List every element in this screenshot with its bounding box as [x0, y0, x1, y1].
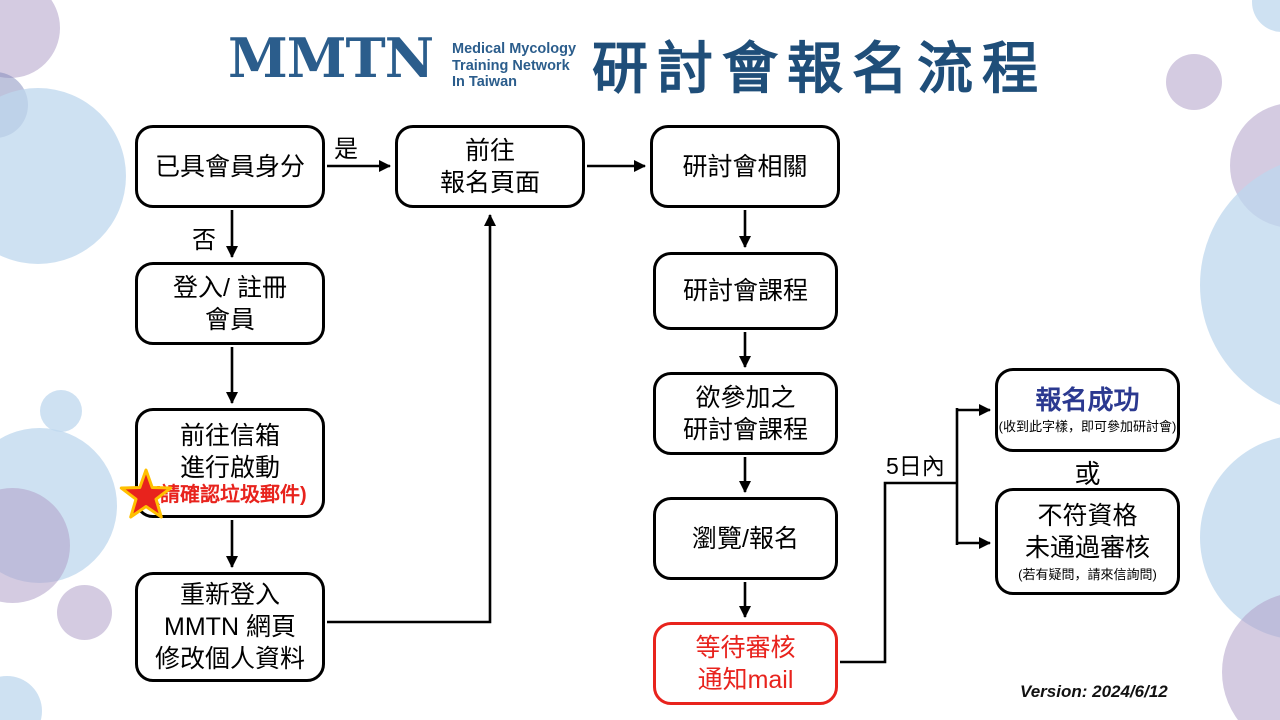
node-line: 未通過審核 [1024, 533, 1150, 562]
flow-node-wait-review: 等待審核 通知mail [653, 622, 838, 705]
node-line: 前往 [464, 136, 515, 165]
node-line: 重新登入 [179, 581, 280, 609]
node-line: 研討會課程 [682, 415, 808, 444]
edge-label-no: 否 [192, 227, 216, 254]
edge-label-or: 或 [1074, 459, 1101, 489]
star-icon [119, 468, 173, 519]
node-line: 登入/ 註冊 [173, 273, 287, 302]
node-line: 前往信箱 [179, 421, 280, 450]
node-line: 通知mail [697, 665, 794, 694]
node-line: 修改個人資料 [154, 645, 305, 673]
flow-node-rejected: 不符資格 未通過審核 (若有疑問，請來信詢問) [995, 488, 1180, 595]
node-line: 研討會相關 [682, 152, 808, 181]
background-circle [0, 88, 126, 264]
page-title: 研討會報名流程 [592, 37, 1047, 100]
flow-node-activate-email: 前往信箱 進行啟動 (請確認垃圾郵件) [135, 408, 325, 518]
node-line: 不符資格 [1037, 501, 1138, 530]
background-circle [57, 585, 112, 640]
success-title: 報名成功 [1035, 384, 1140, 415]
spam-warning-note: (請確認垃圾郵件) [153, 483, 307, 506]
flow-node-login-register: 登入/ 註冊 會員 [135, 262, 325, 345]
version-text: Version: 2024/6/12 [1020, 682, 1168, 701]
node-line: 會員 [204, 305, 255, 334]
node-line: 研討會課程 [682, 277, 808, 305]
logo-tagline-line: Training Network [452, 57, 570, 74]
node-line: 瀏覽/報名 [692, 524, 799, 553]
background-circle [1200, 155, 1280, 415]
mmtn-logo: MMTN [228, 26, 434, 90]
background-circle [1252, 0, 1280, 32]
flow-node-browse-register: 瀏覽/報名 [653, 497, 838, 580]
edge-label-yes: 是 [334, 136, 358, 163]
edge-label-within-days: 5日內 [886, 453, 945, 479]
background-circle [0, 0, 60, 78]
node-line: 等待審核 [695, 633, 796, 662]
node-line: 欲參加之 [695, 383, 796, 412]
node-line: 報名頁面 [439, 168, 540, 197]
background-circle [0, 676, 42, 720]
rejected-note: (若有疑問，請來信詢問) [1018, 566, 1157, 582]
flow-node-desired-courses: 欲參加之 研討會課程 [653, 372, 838, 455]
mmtn-logo-tagline: Medical Mycology Training Network In Tai… [452, 41, 576, 91]
background-circle [40, 390, 82, 432]
flow-node-go-registration: 前往 報名頁面 [395, 125, 585, 208]
flow-node-relogin: 重新登入 MMTN 網頁 修改個人資料 [135, 572, 325, 682]
flow-node-member-status: 已具會員身分 [135, 125, 325, 208]
flow-node-seminar-courses: 研討會課程 [653, 252, 838, 330]
flow-node-seminar-related: 研討會相關 [650, 125, 840, 208]
logo-tagline-line: In Taiwan [452, 74, 517, 91]
logo-tagline-line: Medical Mycology [452, 41, 577, 57]
node-line: 已具會員身分 [154, 152, 305, 181]
flow-node-success: 報名成功 (收到此字樣，即可參加研討會) [995, 368, 1180, 452]
node-line: MMTN 網頁 [164, 613, 296, 641]
node-line: 進行啟動 [179, 453, 280, 482]
success-note: (收到此字樣，即可參加研討會) [998, 418, 1177, 434]
background-circle [1166, 54, 1222, 110]
